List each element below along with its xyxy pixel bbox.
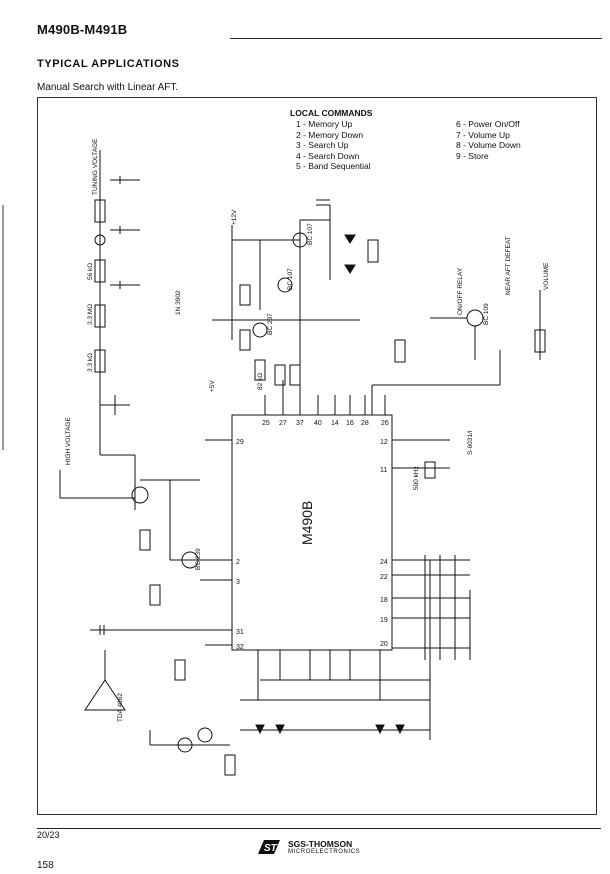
st-logo-icon: ST [258, 840, 280, 854]
binding-mark [2, 205, 4, 450]
local-commands-left: 1 - Memory Up 2 - Memory Down 3 - Search… [296, 119, 371, 172]
tda-label: TDA 4062 [117, 693, 124, 722]
svg-text:29: 29 [236, 439, 244, 446]
bc239-label: BC 239 [195, 548, 202, 570]
tuning-voltage-label: TUNING VOLTAGE [92, 138, 99, 195]
svg-text:19: 19 [380, 617, 388, 624]
svg-text:31: 31 [236, 629, 244, 636]
svg-text:25: 25 [262, 420, 270, 427]
svg-text:24: 24 [380, 559, 388, 566]
command-item: 3 - Search Up [296, 140, 349, 150]
svg-text:14: 14 [331, 420, 339, 427]
resistor-label-3: 56 kΩ [87, 263, 94, 280]
footer-rule [37, 828, 601, 829]
command-item: 5 - Band Sequential [296, 161, 371, 171]
header-rule [230, 38, 602, 39]
brand-logo: ST SGS-THOMSON MICROELECTRONICS [256, 838, 360, 856]
resistor-label-2: 3.3 kΩ [87, 353, 94, 372]
near-aft-label: NEAR AFT DEFEAT [505, 236, 512, 295]
section-subtitle: Manual Search with Linear AFT. [37, 82, 179, 93]
svg-text:37: 37 [296, 420, 304, 427]
brand-subtitle: MICROELECTRONICS [288, 849, 361, 855]
svg-text:3: 3 [236, 579, 240, 586]
svg-text:20: 20 [380, 641, 388, 648]
ic-m490b [231, 414, 393, 651]
svg-text:12: 12 [380, 439, 388, 446]
ic-label: M490B [299, 501, 315, 545]
document-title: M490B-M491B [37, 22, 128, 37]
svg-text:32: 32 [236, 644, 244, 651]
command-item: 7 - Volume Up [456, 129, 510, 140]
bc237-label: BC 237 [267, 313, 274, 335]
command-item: 2 - Memory Down [296, 129, 364, 140]
svg-text:28: 28 [361, 420, 369, 427]
bc107-label-a: BC 107 [307, 223, 314, 245]
supply-label-12v: +12V [231, 209, 238, 225]
high-voltage-label: HIGH VOLTAGE [65, 417, 72, 465]
command-item: 8 - Volume Down [456, 140, 521, 150]
relay-label: ON/OFF RELAY [457, 267, 464, 315]
command-item: 9 - Store [456, 150, 489, 161]
svg-text:16: 16 [346, 420, 354, 427]
bc109-label: BC 109 [483, 303, 490, 325]
brand-name: SGS-THOMSON [288, 839, 353, 849]
diode-label: 1N 3902 [175, 290, 182, 315]
command-item: 4 - Search Down [296, 150, 360, 161]
svg-text:26: 26 [381, 420, 389, 427]
svg-text:27: 27 [279, 420, 287, 427]
command-item: 6 - Power On/Off [456, 119, 520, 129]
local-commands-right: 6 - Power On/Off 7 - Volume Up 8 - Volum… [456, 119, 521, 161]
svg-text:18: 18 [380, 597, 388, 604]
svg-text:11: 11 [380, 467, 387, 474]
svg-text:2: 2 [236, 559, 240, 566]
s-label: S-6031/I [467, 430, 474, 455]
resistor-label-1: 3.3 MΩ [87, 304, 94, 325]
svg-text:ST: ST [264, 843, 278, 854]
volume-label: VOLUME [543, 262, 550, 290]
local-commands-title: LOCAL COMMANDS [290, 108, 373, 118]
section-title: TYPICAL APPLICATIONS [37, 58, 180, 70]
svg-text:40: 40 [314, 420, 322, 427]
schematic-frame [37, 97, 597, 815]
page-reference: 20/23 [37, 830, 60, 840]
svg-text:22: 22 [380, 574, 388, 581]
bc107-label-b: BC 107 [287, 268, 294, 290]
supply-label-5v: +5V [209, 380, 216, 392]
command-item: 1 - Memory Up [296, 119, 353, 129]
resistor-label-4: 82 kΩ [257, 373, 264, 390]
page-number: 158 [37, 860, 54, 871]
crystal-label: 500 kHz [413, 466, 420, 490]
